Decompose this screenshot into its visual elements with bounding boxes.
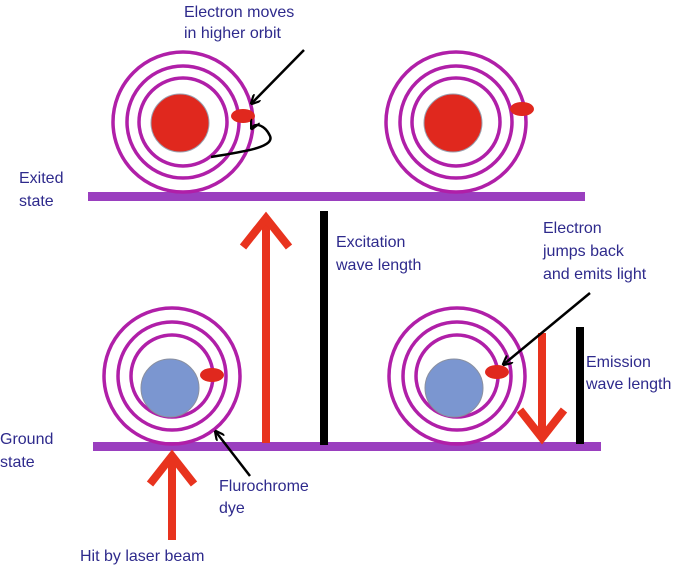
pointer-arrow-electron-moves — [252, 49, 305, 103]
excited-state-line — [88, 192, 585, 201]
label-electron-moves-line2: in higher orbit — [184, 25, 282, 42]
excited-nucleus — [423, 93, 483, 153]
label-electron-jumps-line1: Electron — [543, 220, 602, 237]
excitation-wavelength-bar — [320, 211, 328, 445]
excited-nucleus — [150, 93, 210, 153]
electron — [510, 102, 534, 116]
label-exited-line2: state — [19, 193, 54, 210]
label-electron-jumps-line3: and emits light — [543, 266, 647, 283]
electron — [200, 368, 224, 382]
label-exited-line1: Exited — [19, 170, 63, 187]
pointer-arrow-electron-jumps — [504, 292, 591, 364]
excitation-arrow — [239, 211, 293, 443]
ground-atom-right — [387, 306, 527, 446]
label-flurochrome-line2: dye — [219, 500, 245, 517]
label-flurochrome-line1: Flurochrome — [219, 478, 309, 495]
emission-wavelength-bar — [576, 327, 584, 444]
outer-orbit — [384, 50, 528, 194]
ground-atom-left — [102, 306, 242, 446]
label-excitation-line2: wave length — [335, 257, 421, 274]
excited-atom-left — [111, 50, 255, 194]
middle-orbit — [401, 320, 513, 432]
laser-arrow — [146, 449, 198, 540]
label-electron-moves-line1: Electron moves — [184, 4, 294, 21]
excited-atom-right — [384, 50, 534, 194]
middle-orbit — [398, 64, 514, 180]
curved-arrow-orbit-jump — [210, 125, 272, 159]
ground-state-line — [93, 442, 601, 451]
outer-orbit — [387, 306, 527, 446]
label-excitation-line1: Excitation — [336, 234, 405, 251]
label-hit-by-laser: Hit by laser beam — [80, 548, 205, 565]
ground-nucleus — [424, 358, 484, 418]
inner-orbit — [410, 76, 502, 168]
label-electron-jumps-line2: jumps back — [542, 243, 625, 260]
label-emission-line2: wave length — [585, 376, 671, 393]
label-ground-line1: Ground — [0, 431, 53, 448]
label-ground-line2: state — [0, 454, 35, 471]
pointer-arrow-flurochrome — [216, 432, 251, 477]
inner-orbit — [137, 76, 229, 168]
electron — [485, 365, 509, 379]
electron — [231, 109, 255, 123]
ground-nucleus — [140, 358, 200, 418]
middle-orbit — [116, 320, 228, 432]
label-emission-line1: Emission — [586, 354, 651, 371]
outer-orbit — [102, 306, 242, 446]
emission-arrow — [516, 333, 568, 445]
